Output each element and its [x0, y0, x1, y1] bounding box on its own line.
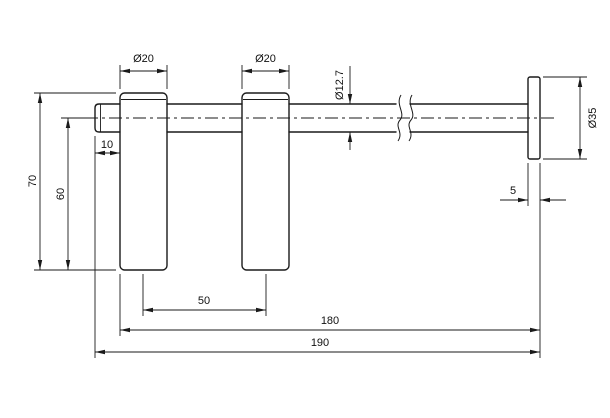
dim-label-post2-diameter: Ø20	[255, 53, 276, 65]
post-1	[119, 92, 168, 271]
dim-label-overall-length: 190	[311, 337, 329, 349]
rod	[94, 103, 529, 133]
post-1-outline	[119, 92, 168, 271]
break-symbol	[397, 94, 414, 142]
arrowhead	[110, 150, 120, 156]
dim-overall-length: 190	[95, 337, 540, 355]
dim-post1-diameter: Ø20	[119, 53, 168, 89]
break-line-right	[408, 94, 414, 142]
dim-flange-thickness: 5	[500, 163, 566, 206]
arrowhead	[530, 349, 540, 355]
dim-post2-diameter: Ø20	[241, 53, 290, 89]
arrowhead	[540, 197, 550, 203]
arrowhead	[157, 68, 167, 74]
arrowhead	[95, 150, 105, 156]
arrowhead	[120, 327, 130, 333]
dim-label-overall-height: 70	[27, 175, 39, 187]
dim-label-rod-diameter: Ø12.7	[334, 70, 346, 100]
dim-rod-diameter: Ø12.7	[334, 66, 353, 150]
dim-label-post-spacing: 50	[198, 295, 210, 307]
arrowhead	[242, 68, 252, 74]
part-view	[85, 76, 557, 271]
arrowhead	[95, 349, 105, 355]
arrowhead	[143, 307, 153, 313]
dim-length-to-flange: 180	[119, 163, 541, 358]
arrowhead	[256, 307, 266, 313]
arrowhead	[347, 132, 353, 142]
arrowhead	[577, 149, 583, 159]
arrowhead	[530, 327, 540, 333]
dim-centerline-height: 60	[55, 117, 89, 270]
arrowhead	[518, 197, 528, 203]
dim-label-flange-thickness: 5	[510, 185, 516, 197]
arrowhead	[577, 77, 583, 87]
dim-label-centerline-height: 60	[55, 188, 67, 200]
post-2	[241, 92, 290, 271]
post-2-outline	[241, 92, 290, 271]
arrowhead	[120, 68, 130, 74]
arrowhead	[279, 68, 289, 74]
dim-label-flange-diameter: Ø35	[587, 108, 599, 129]
dim-post-spacing: 50	[142, 274, 267, 316]
dim-overall-height: 70	[27, 92, 116, 271]
dimensions: Ø20 Ø20 Ø12.7 Ø35	[27, 53, 599, 358]
dim-label-stub-length: 10	[101, 139, 113, 151]
dim-stub-length: 10	[94, 136, 120, 358]
dim-flange-diameter: Ø35	[543, 76, 599, 160]
break-line-left	[397, 94, 403, 142]
arrowhead	[65, 260, 71, 270]
arrowhead	[37, 93, 43, 103]
arrowhead	[37, 260, 43, 270]
dim-label-post1-diameter: Ø20	[133, 53, 154, 65]
dim-label-length-to-flange: 180	[321, 315, 339, 327]
arrowhead	[347, 94, 353, 104]
arrowhead	[65, 118, 71, 128]
